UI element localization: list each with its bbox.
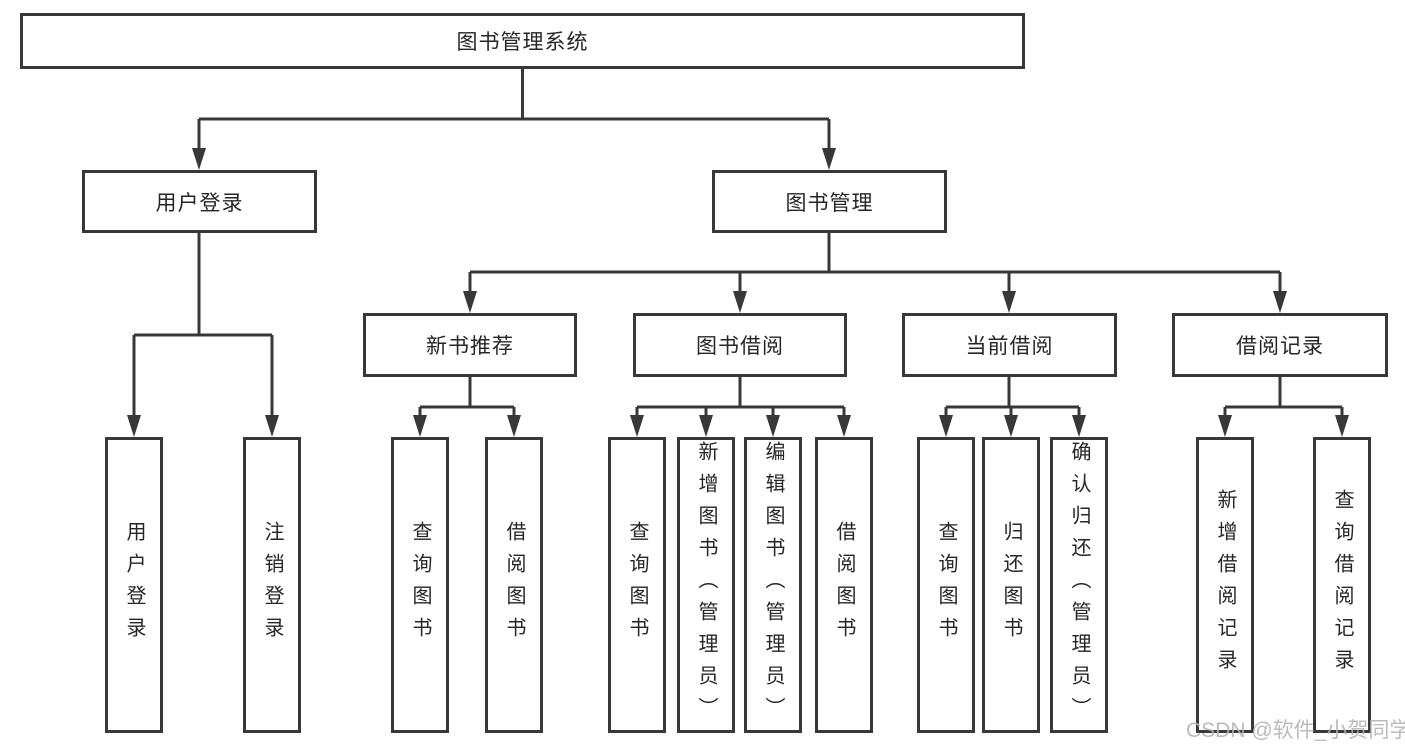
leaf-query-borrow-record: 查询借阅记录 [1313,437,1371,733]
leaf-add-books-admin-label: 新增图书（管理员） [695,441,717,729]
leaf-return-books: 归还图书 [982,437,1040,733]
node-new-book-recommendation: 新书推荐 [363,313,577,377]
leaf-borrow-books-borrow-label: 借阅图书 [833,521,855,649]
leaf-query-books-borrow-label: 查询图书 [626,521,648,649]
leaf-return-books-label: 归还图书 [1000,521,1022,649]
leaf-edit-books-admin-label: 编辑图书（管理员） [762,441,784,729]
leaf-add-borrow-record: 新增借阅记录 [1196,437,1254,733]
leaf-query-books-borrow: 查询图书 [608,437,666,733]
leaf-borrow-books-newbook: 借阅图书 [485,437,543,733]
leaf-borrow-books-borrow: 借阅图书 [815,437,873,733]
leaf-confirm-return-admin-label: 确认归还（管理员） [1068,441,1090,729]
leaf-query-books-newbook: 查询图书 [391,437,449,733]
leaf-add-borrow-record-label: 新增借阅记录 [1214,489,1236,681]
leaf-user-login: 用户登录 [105,437,163,733]
node-borrowing-records: 借阅记录 [1172,313,1388,377]
node-user-login-branch: 用户登录 [82,170,317,233]
leaf-add-books-admin: 新增图书（管理员） [677,437,735,733]
leaf-borrow-books-newbook-label: 借阅图书 [503,521,525,649]
leaf-query-books-newbook-label: 查询图书 [409,521,431,649]
leaf-user-login-label: 用户登录 [123,521,145,649]
leaf-edit-books-admin: 编辑图书（管理员） [744,437,802,733]
leaf-query-books-current: 查询图书 [917,437,975,733]
leaf-query-borrow-record-label: 查询借阅记录 [1331,489,1353,681]
node-current-borrowing: 当前借阅 [902,313,1117,377]
leaf-query-books-current-label: 查询图书 [935,521,957,649]
leaf-logout: 注销登录 [243,437,301,733]
node-library-management-system: 图书管理系统 [20,13,1025,69]
node-book-borrowing: 图书借阅 [633,313,847,377]
node-book-management-branch: 图书管理 [712,170,947,233]
csdn-watermark: CSDN @软件_小贺同学 [1186,719,1405,742]
leaf-logout-label: 注销登录 [261,521,283,649]
leaf-confirm-return-admin: 确认归还（管理员） [1050,437,1108,733]
